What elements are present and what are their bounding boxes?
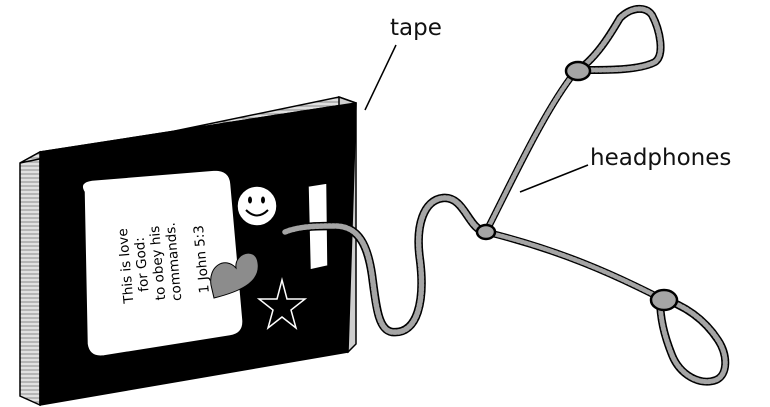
headphones-label: headphones: [590, 145, 731, 171]
headphones-leader-line: [519, 164, 589, 193]
verse-card: This is love for God: to obey his comman…: [81, 169, 244, 357]
headphones-cord: [280, 68, 664, 337]
verse-reference: 1 John 5:3: [191, 225, 213, 294]
star-icon: [256, 277, 308, 331]
lower-earpiece: [649, 288, 730, 386]
verse-line-3: to obey his: [147, 225, 169, 301]
tape-leader-line: [364, 44, 397, 111]
verse-line-2: for God:: [132, 236, 153, 292]
book-page-edges: [19, 150, 41, 407]
verse-line-1: This is love: [115, 228, 138, 305]
heart-icon: [210, 252, 259, 299]
verse-line-4: commands.: [163, 222, 186, 302]
upper-earpiece: [564, 4, 665, 82]
tape-label: tape: [390, 15, 442, 41]
smiley-face-icon: [236, 185, 278, 227]
